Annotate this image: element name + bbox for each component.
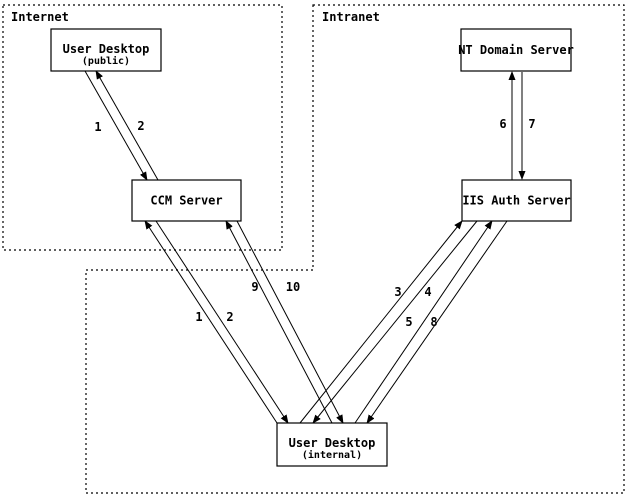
node-nt-domain-server [460,28,572,72]
edge-1-user-desktop-public-to-ccm-server [84,70,148,181]
node-user-desktop-public-label: User Desktop [63,42,150,56]
edge-label-5-8: 5 [405,315,412,329]
edge-9-user-desktop-internal-to-ccm-server [225,220,333,424]
node-ccm-server-label: CCM Server [150,194,222,208]
node-user-desktop-public [50,28,162,72]
region-internet-label: Internet [11,10,69,24]
node-user-desktop-internal-sublabel: (internal) [302,449,362,461]
node-nt-domain-server-label: NT Domain Server [458,43,574,57]
node-iis-auth-server-label: IIS Auth Server [462,194,570,208]
edge-label-10-5: 10 [286,280,300,294]
edge-10-ccm-server-to-user-desktop-internal [236,220,344,424]
node-user-desktop-internal-label: User Desktop [289,436,376,450]
edge-2-ccm-server-to-user-desktop-internal [155,220,289,424]
edge-label-1-2: 1 [195,310,202,324]
edge-2-ccm-server-to-user-desktop-public [95,70,159,181]
edge-3-user-desktop-internal-to-iis-auth-server [299,220,463,424]
edge-label-3-6: 3 [394,285,401,299]
node-user-desktop-public-sublabel: (public) [82,55,130,67]
edge-label-7-11: 7 [528,117,535,131]
edge-4-iis-auth-server-to-user-desktop-internal [312,220,478,424]
edge-label-2-3: 2 [226,310,233,324]
node-iis-auth-server [461,179,572,222]
edge-label-6-10: 6 [499,117,506,131]
edge-label-9-4: 9 [251,280,258,294]
edge-1-user-desktop-internal-to-ccm-server [144,220,278,424]
edge-8-iis-auth-server-to-user-desktop-internal [366,220,508,424]
node-ccm-server [131,179,242,222]
region-intranet-label: Intranet [322,10,380,24]
edge-label-1-0: 1 [94,120,101,134]
edge-5-user-desktop-internal-to-iis-auth-server [354,220,493,424]
edge-label-8-9: 8 [430,315,437,329]
region-internet-border [2,4,283,251]
edge-label-4-7: 4 [424,285,431,299]
edge-label-2-1: 2 [137,119,144,133]
node-user-desktop-internal [276,422,388,467]
region-intranet-border [85,4,625,494]
